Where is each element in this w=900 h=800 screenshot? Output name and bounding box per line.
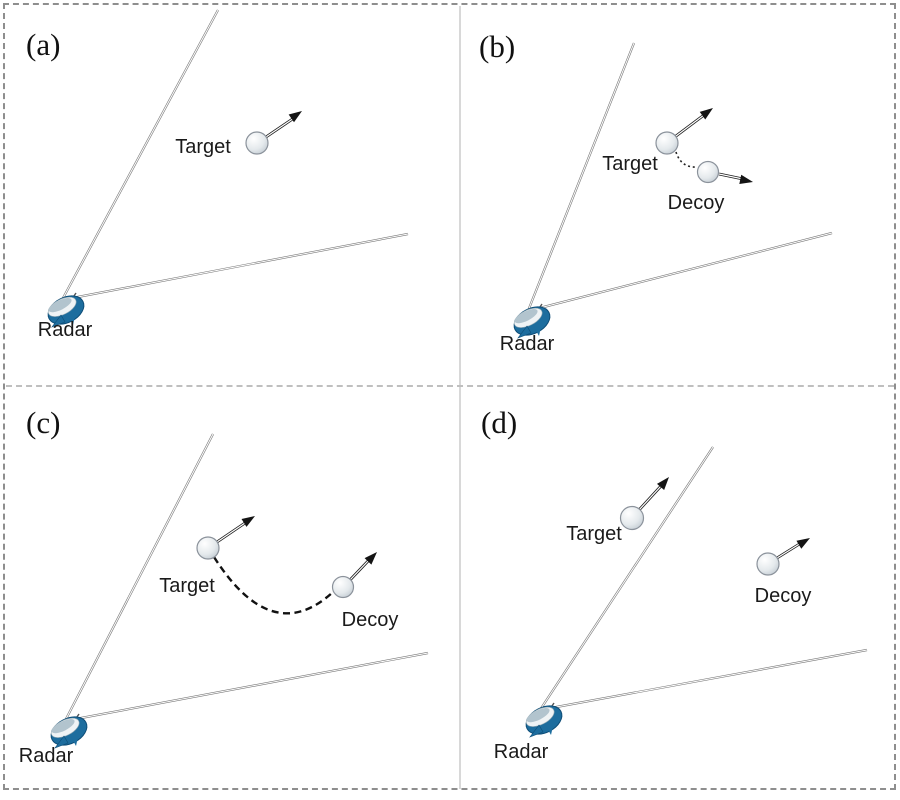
panel-c-label: (c) — [26, 405, 61, 440]
target-label: Target — [602, 153, 658, 175]
radar-label: Radar — [493, 741, 549, 763]
decoy-velocity-arrow-core — [349, 559, 370, 581]
panel-b-graphics — [508, 42, 833, 342]
radar-label: Radar — [499, 333, 555, 355]
target-velocity-arrow-core — [216, 522, 246, 543]
panel-b-label: (b) — [479, 29, 516, 64]
radar-label: Radar — [37, 319, 93, 341]
panel-a-label: (a) — [26, 27, 61, 62]
target-sphere — [655, 131, 679, 155]
radar-beam-upper-core — [61, 9, 219, 301]
decoy-label: Decoy — [667, 192, 725, 214]
decoy-sphere — [696, 160, 720, 184]
target-velocity-arrow-core — [265, 117, 295, 138]
target-velocity-arrow-core — [638, 485, 662, 511]
arrowhead-icon — [739, 174, 754, 187]
radar-beam-upper-core — [64, 433, 214, 722]
panel-c-graphics — [45, 433, 429, 752]
radar-label: Radar — [18, 745, 74, 767]
radar-beam-lower-core — [64, 652, 429, 722]
target-label: Target — [175, 136, 231, 158]
panel-d-graphics — [520, 446, 868, 741]
decoy-sphere — [756, 552, 780, 576]
target-sphere — [619, 505, 645, 531]
target-decoy-link — [675, 151, 698, 168]
target-label: Target — [159, 575, 215, 597]
target-sphere — [245, 131, 269, 155]
radar-beam-upper-core — [539, 446, 714, 711]
radar-beam-lower-core — [539, 649, 868, 711]
radar-beam-upper-core — [527, 42, 635, 312]
target-sphere — [196, 536, 220, 560]
radar-beam-lower-core — [61, 233, 409, 301]
radar-beam-lower-core — [527, 232, 833, 312]
panel-a-graphics — [42, 9, 409, 331]
decoy-velocity-arrow-core — [718, 173, 744, 180]
panel-d-label: (d) — [481, 405, 518, 440]
decoy-sphere — [331, 575, 355, 599]
decoy-velocity-arrow-core — [776, 542, 802, 559]
arrowhead-icon — [796, 533, 813, 549]
target-velocity-arrow-core — [675, 114, 705, 137]
panel-divider-horizontal — [6, 385, 894, 387]
decoy-label: Decoy — [754, 585, 812, 607]
decoy-label: Decoy — [341, 609, 399, 631]
target-label: Target — [566, 523, 622, 545]
panel-divider-vertical — [459, 6, 461, 789]
target-decoy-trajectory — [212, 556, 334, 615]
